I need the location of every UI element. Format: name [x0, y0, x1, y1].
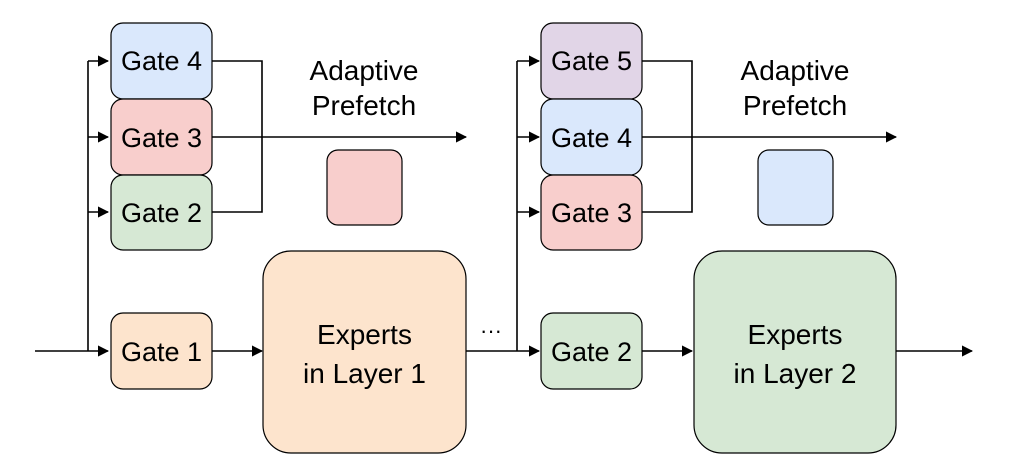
right-gate3-label: Gate 3	[551, 198, 632, 228]
left-gate1-box: Gate 1	[110, 312, 213, 390]
right-gate2-box: Gate 2	[540, 312, 643, 390]
right-gate3-box: Gate 3	[540, 174, 643, 251]
right-gate2-label: Gate 2	[551, 337, 632, 367]
experts-layer1-line2: in Layer 1	[303, 358, 426, 389]
right-gate4-label: Gate 4	[551, 123, 632, 153]
left-gate4-box: Gate 4	[110, 22, 213, 100]
experts-layer1-box: Experts in Layer 1	[262, 250, 467, 454]
experts-layer1-line1: Experts	[317, 319, 412, 350]
left-gate2-label: Gate 2	[121, 198, 202, 228]
left-prefetch-line1: Adaptive	[310, 55, 419, 86]
left-gate3-box: Gate 3	[110, 98, 213, 176]
right-prefetch-line1: Adaptive	[741, 55, 850, 86]
left-gate1-label: Gate 1	[121, 337, 202, 367]
left-gate3-label: Gate 3	[121, 123, 202, 153]
ellipsis: ···	[480, 318, 502, 343]
right-prefetched-expert-square	[757, 149, 834, 226]
left-gate2-box: Gate 2	[110, 174, 213, 251]
left-prefetched-expert-square	[326, 149, 403, 226]
right-prefetch-line2: Prefetch	[743, 90, 847, 121]
right-gate5-box: Gate 5	[540, 22, 643, 100]
right-gate4-box: Gate 4	[540, 98, 643, 176]
left-gate4-label: Gate 4	[121, 46, 202, 76]
left-prefetch-line2: Prefetch	[312, 90, 416, 121]
experts-layer2-line2: in Layer 2	[734, 358, 857, 389]
right-gate5-label: Gate 5	[551, 46, 632, 76]
experts-layer2-line1: Experts	[748, 319, 843, 350]
experts-layer2-box: Experts in Layer 2	[693, 250, 897, 454]
